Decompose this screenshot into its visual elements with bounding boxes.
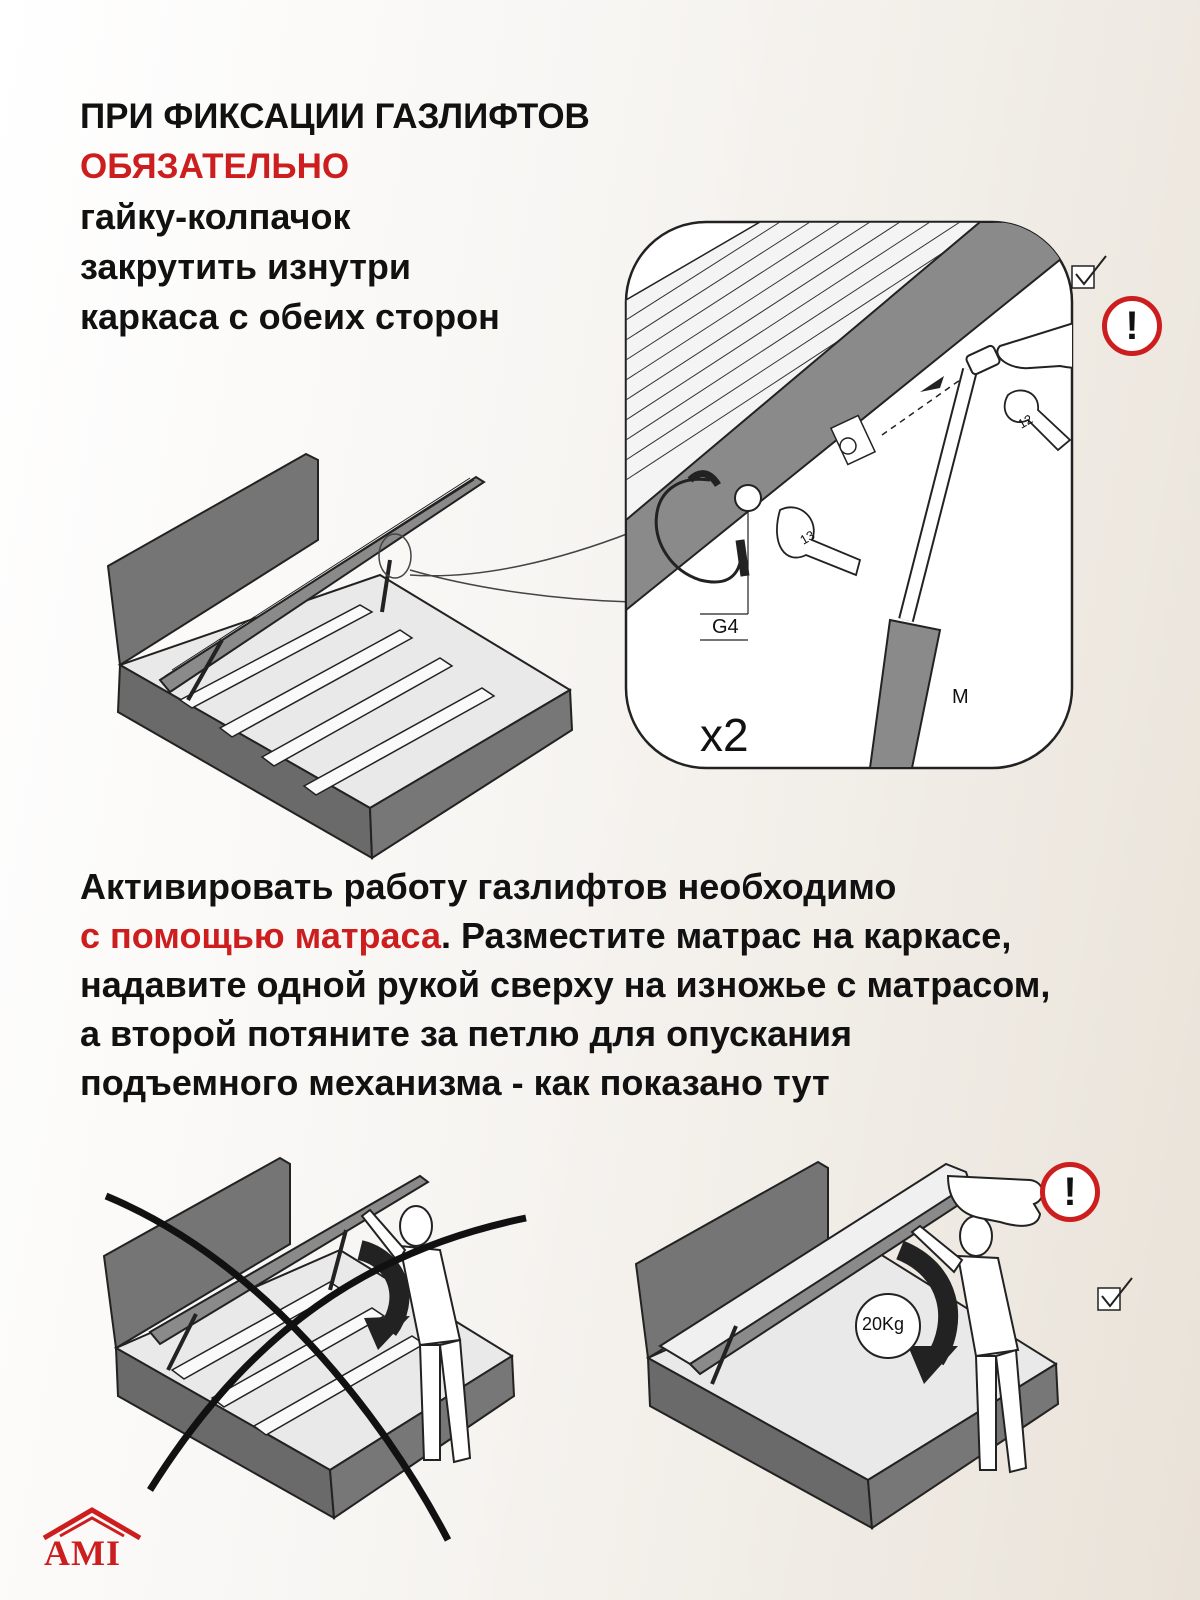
weight-label: 20Kg [862, 1314, 905, 1334]
strut-label-m: M [952, 686, 969, 708]
part-label-g4: G4 [712, 616, 739, 638]
heading-line-4: закрутить изнутри [80, 246, 411, 287]
heading-line-1: ПРИ ФИКСАЦИИ ГАЗЛИФТОВ [80, 97, 590, 136]
warning-icon-bottom: ! [1040, 1162, 1100, 1222]
heading-line-5: каркаса с обеих сторон [80, 296, 500, 337]
instruction-line-2: с помощью матраса. Разместите матрас на … [80, 911, 1160, 960]
warning-mark: ! [1125, 303, 1139, 348]
top-heading: ПРИ ФИКСАЦИИ ГАЗЛИФТОВ ОБЯЗАТЕЛЬНО гайку… [80, 92, 700, 342]
instruction-paragraph: Активировать работу газлифтов необходимо… [80, 862, 1160, 1107]
instruction-line-1: Активировать работу газлифтов необходимо [80, 866, 897, 907]
warning-mark-bottom: ! [1063, 1169, 1077, 1214]
instruction-line-5: подъемного механизма - как показано тут [80, 1062, 830, 1103]
instruction-line-4: а второй потяните за петлю для опускания [80, 1013, 852, 1054]
wrench-12-label: 12 [1015, 411, 1036, 432]
heading-highlight: ОБЯЗАТЕЛЬНО [80, 147, 350, 186]
wrench-13-label: 13 [797, 527, 818, 548]
warning-icon: ! [1102, 296, 1162, 356]
heading-line-3: гайку-колпачок [80, 196, 351, 237]
instruction-highlight: с помощью матраса [80, 915, 441, 956]
instruction-line-3: надавите одной рукой сверху на изножье с… [80, 964, 1051, 1005]
quantity-label: x2 [700, 709, 749, 761]
checkmark-icon-bottom [1097, 1277, 1133, 1311]
logo-text: AMI [44, 1533, 121, 1573]
logo-roof-icon [42, 1507, 142, 1541]
checkmark-icon [1071, 255, 1107, 289]
instruction-line-2-rest: . Разместите матрас на каркасе, [440, 915, 1012, 956]
